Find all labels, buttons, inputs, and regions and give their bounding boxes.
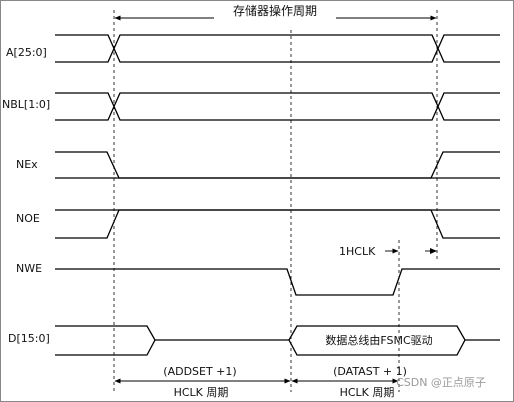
data-driven-label: 数据总线由FSMC驱动 bbox=[325, 333, 432, 347]
waveform-noe bbox=[55, 209, 500, 239]
signal-label-noe: NOE bbox=[16, 212, 40, 225]
datast-label-line1: (DATAST + 1) bbox=[333, 365, 407, 378]
signal-label-addr: A[25:0] bbox=[6, 46, 47, 59]
signal-label-nex: NEx bbox=[16, 158, 38, 171]
watermark: CSDN @正点原子 bbox=[396, 376, 486, 389]
diagram-title: 存储器操作周期 bbox=[233, 3, 317, 18]
signal-label-nbl: NBL[1:0] bbox=[2, 98, 50, 111]
addset-label-line2: HCLK 周期 bbox=[174, 386, 229, 399]
datast-label-line2: HCLK 周期 bbox=[340, 386, 395, 399]
hold-label: 1HCLK bbox=[339, 245, 376, 258]
waveform-nwe bbox=[55, 268, 500, 296]
waveform-data bbox=[55, 325, 500, 356]
title-background bbox=[214, 3, 336, 19]
signal-label-data: D[15:0] bbox=[8, 332, 50, 345]
signal-label-nwe: NWE bbox=[16, 262, 42, 275]
hold-dimension-arrow-end bbox=[430, 248, 437, 254]
waveform-nbl bbox=[55, 92, 500, 121]
addset-label-line1: (ADDSET +1) bbox=[163, 365, 236, 378]
waveform-addr bbox=[55, 34, 500, 63]
waveform-nex bbox=[55, 151, 500, 179]
